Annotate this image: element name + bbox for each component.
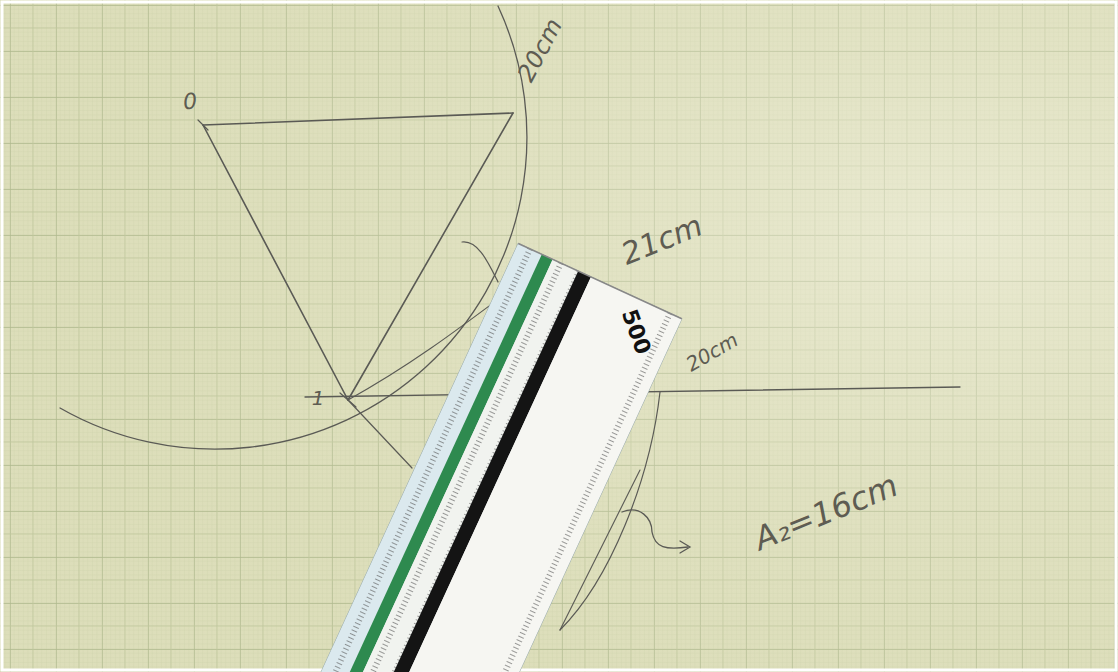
point-label: 0: [182, 90, 198, 113]
scale-ruler: [309, 243, 681, 672]
point-label: 1: [312, 388, 325, 408]
